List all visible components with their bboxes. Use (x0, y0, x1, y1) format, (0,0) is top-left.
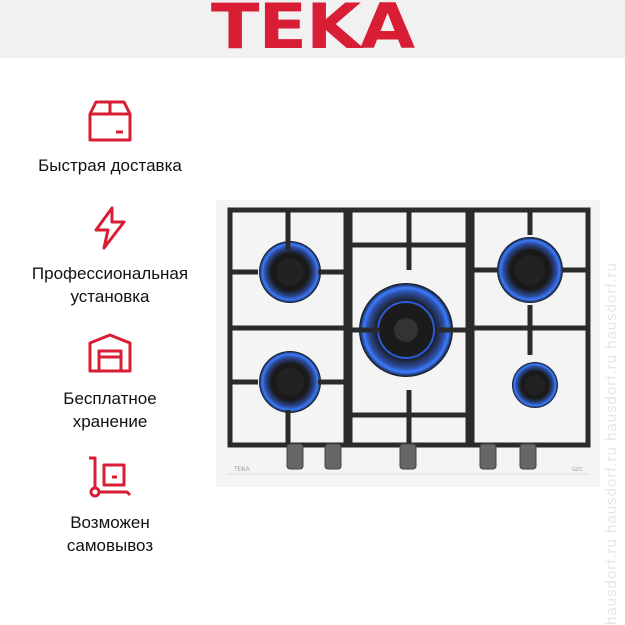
gas-hob-drawing: TEKA GZC (226, 207, 591, 475)
knob (519, 443, 537, 470)
box-icon (88, 100, 132, 142)
knob (286, 443, 304, 470)
control-knobs (286, 443, 537, 470)
knob (479, 443, 497, 470)
watermark-text: hausdorf.ru hausdorf.ru hausdorf.ru haus… (603, 261, 620, 625)
warehouse-icon (88, 333, 132, 373)
feature-label: Быстрая доставка (38, 156, 182, 175)
knob (399, 443, 417, 470)
panel-brand: TEKA (234, 467, 250, 473)
feature-label-line2: самовывоз (66, 536, 154, 555)
gas-hob-image: TEKA GZC (216, 200, 600, 487)
burner-center (359, 283, 453, 377)
brand-banner: TEKA (0, 0, 625, 58)
watermark: hausdorf.ru hausdorf.ru hausdorf.ru haus… (603, 0, 625, 625)
feature-label-line1: Возможен (70, 513, 150, 532)
hand-truck-icon (89, 456, 132, 498)
feature-pickup: Возможен самовывоз (0, 455, 220, 557)
teka-logo: TEKA (210, 0, 415, 63)
feature-label: Профессиональная установка (0, 262, 220, 308)
feature-label-line1: Бесплатное (63, 389, 157, 408)
feature-fast-delivery: Быстрая доставка (0, 98, 220, 177)
burner-right-bottom (512, 362, 558, 408)
burner-left-bottom (259, 351, 321, 413)
lightning-icon (94, 206, 126, 250)
feature-label: Бесплатное хранение (0, 387, 220, 433)
feature-label-line1: Профессиональная (31, 264, 189, 283)
panel-model: GZC (572, 467, 583, 473)
feature-label-line2: хранение (72, 412, 148, 431)
knob (324, 443, 342, 470)
burner-left-top (259, 241, 321, 303)
feature-label: Возможен самовывоз (0, 511, 220, 557)
grates (227, 207, 591, 448)
feature-label-line2: установка (70, 287, 150, 306)
feature-storage: Бесплатное хранение (0, 333, 220, 433)
feature-installation: Профессиональная установка (0, 206, 220, 308)
burner-right-top (497, 237, 563, 303)
